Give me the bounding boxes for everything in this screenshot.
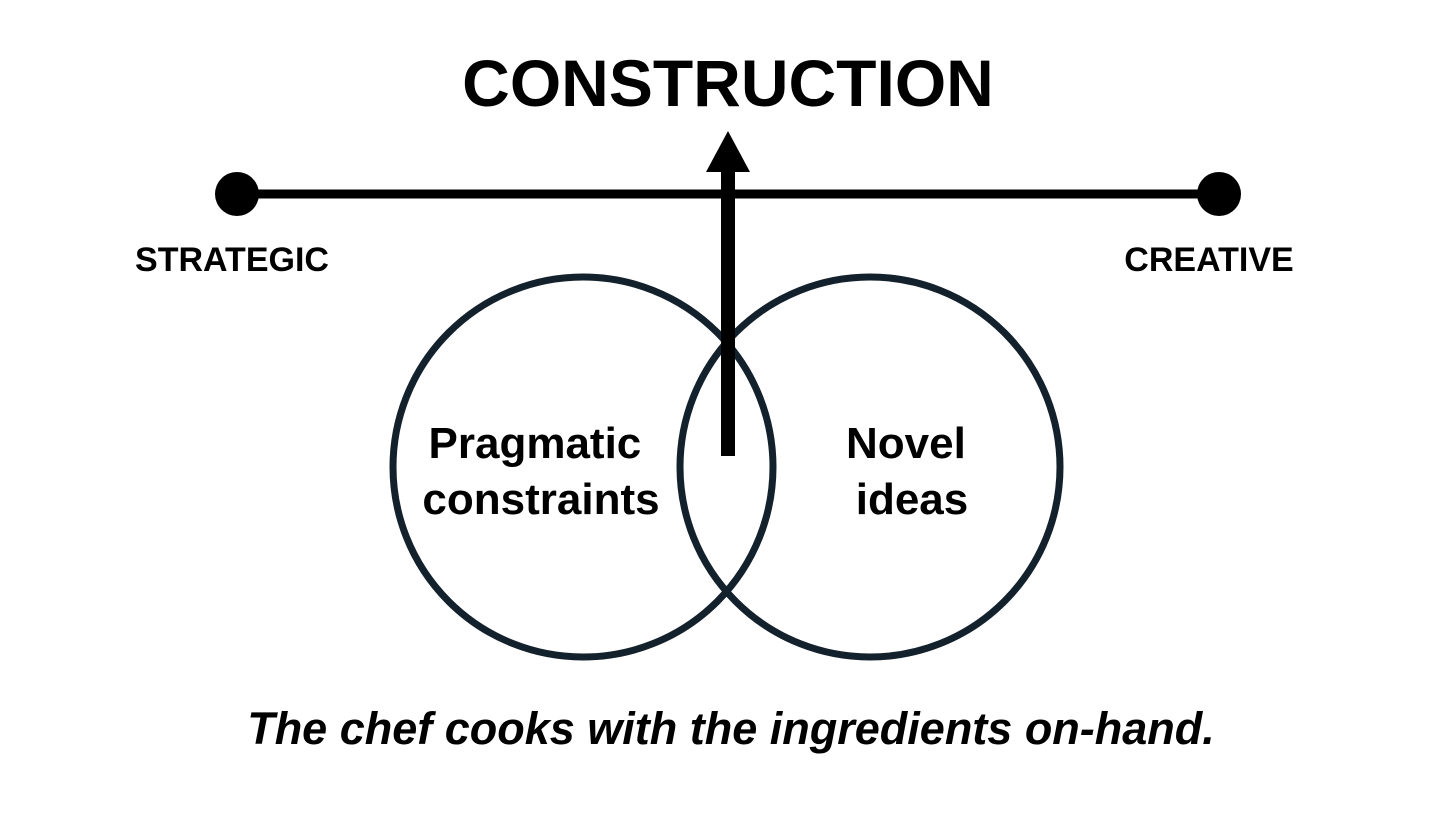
left-circle-label-line2: constraints [422,475,659,524]
right-circle-label-line1: Novel [846,419,966,468]
venn-circle-left [389,273,777,661]
axis-left-endpoint [215,172,259,216]
diagram-caption: The chef cooks with the ingredients on-h… [247,703,1215,754]
left-circle-label-line1: Pragmatic [429,419,642,468]
right-circle-label-line2: ideas [856,475,969,524]
axis-right-endpoint [1197,172,1241,216]
axis-right-label: CREATIVE [1124,241,1293,279]
diagram-title: CONSTRUCTION [462,46,994,120]
left-circle-label: Pragmatic constraints [422,419,659,524]
axis-left-label: STRATEGIC [135,241,329,279]
venn-circle-right [676,273,1064,661]
right-circle-label: Novel ideas [846,419,978,524]
arrow-shaft [721,168,735,456]
arrow-head [706,131,750,172]
